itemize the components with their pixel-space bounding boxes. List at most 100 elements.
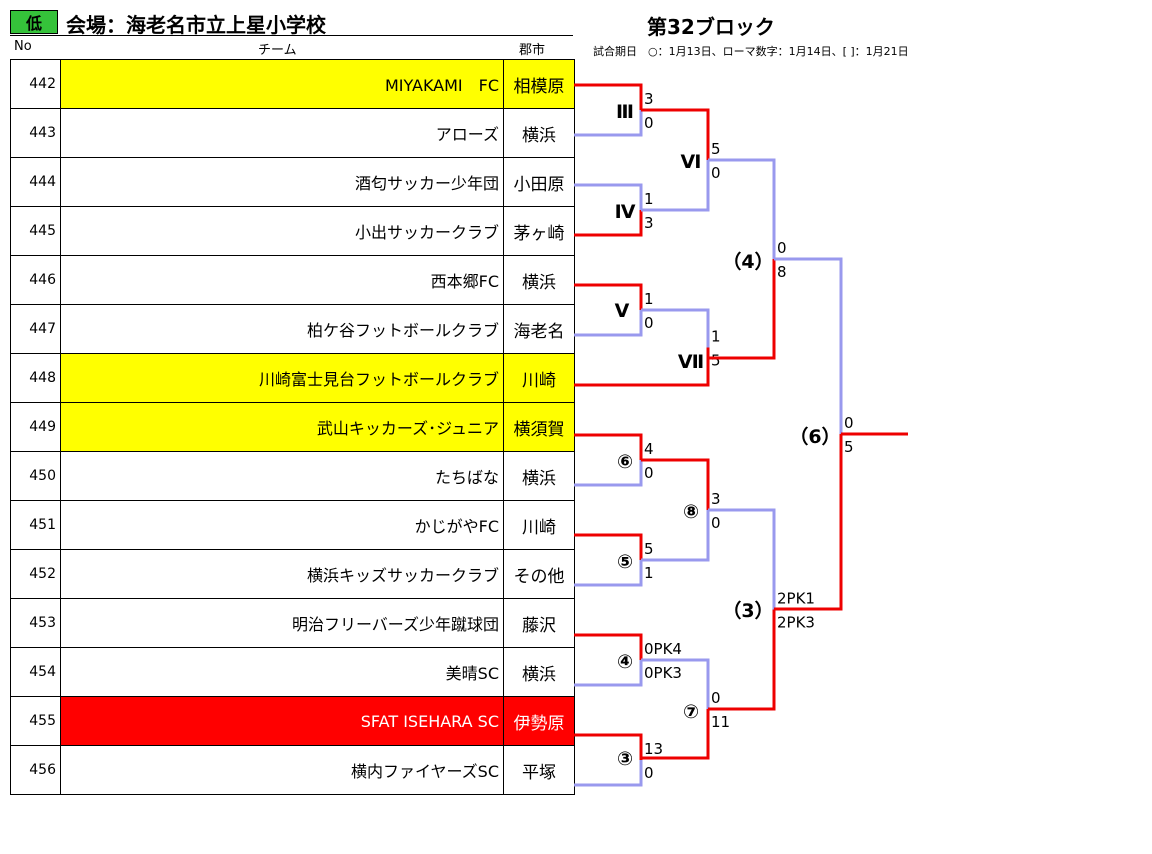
bracket-line: [574, 347, 710, 387]
team-city: 横浜: [503, 451, 575, 501]
match-score-bottom: 0: [711, 514, 721, 532]
bracket-line: [574, 533, 643, 560]
bracket-line: [574, 283, 643, 310]
team-name: 西本郷FC: [60, 255, 504, 305]
bracket-line: [574, 660, 643, 687]
match-date-legend: 試合期日 ○：1月13日、ローマ数字：1月14日、[ ]：1月21日: [593, 45, 909, 58]
match-score-top: 0PK4: [644, 640, 682, 658]
block-title: 第32ブロック: [647, 15, 775, 39]
bracket-line: [574, 310, 643, 337]
team-name: かじがやFC: [60, 500, 504, 550]
team-number: 450: [10, 451, 61, 501]
match-score-bottom: 8: [777, 263, 787, 281]
match-score-bottom: 0: [711, 164, 721, 182]
bracket-line: [641, 108, 710, 160]
bracket-line: [708, 158, 776, 259]
team-name: 横浜キッズサッカークラブ: [60, 549, 504, 599]
match-score-top: 3: [711, 490, 721, 508]
match-score-top: 0: [844, 414, 854, 432]
team-number: 456: [10, 745, 61, 795]
match-score-bottom: 3: [644, 214, 654, 232]
venue-title: 会場：海老名市立上星小学校: [66, 13, 326, 37]
bracket-line: [774, 434, 843, 611]
match-score-bottom: 5: [844, 438, 854, 456]
team-city: 横浜: [503, 647, 575, 697]
team-number: 452: [10, 549, 61, 599]
team-name: 明治フリーバーズ少年蹴球団: [60, 598, 504, 648]
team-city: 横須賀: [503, 402, 575, 452]
match-score-top: 3: [644, 90, 654, 108]
level-badge: 低: [10, 10, 58, 34]
match-score-top: 2PK1: [777, 590, 815, 608]
team-name: 武山キッカーズ･ジュニア: [60, 402, 504, 452]
team-city: 横浜: [503, 108, 575, 158]
team-name: 横内ファイヤーズSC: [60, 745, 504, 795]
match-label: Ⅲ: [616, 101, 634, 123]
bracket-line: [708, 609, 776, 711]
bracket-line: [774, 257, 843, 434]
bracket-line: [641, 510, 710, 562]
team-number: 443: [10, 108, 61, 158]
match-label: （3）: [722, 599, 773, 622]
team-name: 柏ケ谷フットボールクラブ: [60, 304, 504, 354]
team-city: 小田原: [503, 157, 575, 207]
bracket-line: [641, 458, 710, 510]
match-label: ⑦: [683, 701, 699, 723]
match-score-top: 5: [711, 140, 721, 158]
match-score-top: 5: [644, 540, 654, 558]
match-label: ⑥: [617, 451, 633, 473]
team-name: 川崎富士見台フットボールクラブ: [60, 353, 504, 403]
team-city: 平塚: [503, 745, 575, 795]
column-header-city: 郡市: [519, 43, 546, 58]
bracket-line: [574, 183, 643, 210]
bracket-line: [574, 210, 643, 237]
bracket-line: [574, 733, 643, 760]
bracket-line: [574, 433, 643, 460]
team-city: その他: [503, 549, 575, 599]
team-city: 川崎: [503, 500, 575, 550]
match-score-top: 1: [644, 190, 654, 208]
match-score-top: 1: [711, 328, 721, 346]
match-label: Ⅳ: [615, 201, 636, 223]
bracket-line: [574, 83, 643, 110]
team-city: 海老名: [503, 304, 575, 354]
column-header-team: チーム: [258, 43, 297, 58]
bracket-line: [641, 160, 710, 212]
bracket-line: [574, 460, 643, 487]
team-city: 横浜: [503, 255, 575, 305]
match-score-bottom: 0: [644, 314, 654, 332]
bracket-line: [574, 110, 643, 137]
match-score-bottom: 0: [644, 114, 654, 132]
match-score-bottom: 5: [711, 352, 721, 370]
match-label: ③: [617, 748, 633, 770]
match-label: ⑤: [617, 551, 633, 573]
bracket-line: [641, 658, 710, 709]
match-score-top: 0: [777, 239, 787, 257]
match-score-top: 1: [644, 290, 654, 308]
match-score-top: 4: [644, 440, 654, 458]
team-name: 小出サッカークラブ: [60, 206, 504, 256]
team-number: 445: [10, 206, 61, 256]
match-score-top: 0: [711, 689, 721, 707]
match-label: Ⅵ: [681, 151, 702, 173]
match-label: Ⅶ: [678, 351, 704, 373]
team-city: 伊勢原: [503, 696, 575, 746]
bracket-line: [574, 633, 643, 660]
match-label: （6）: [789, 425, 840, 448]
bracket-line: [641, 709, 710, 760]
column-header-no: No: [14, 39, 32, 54]
bracket-line: [574, 760, 643, 787]
team-number: 442: [10, 59, 61, 109]
